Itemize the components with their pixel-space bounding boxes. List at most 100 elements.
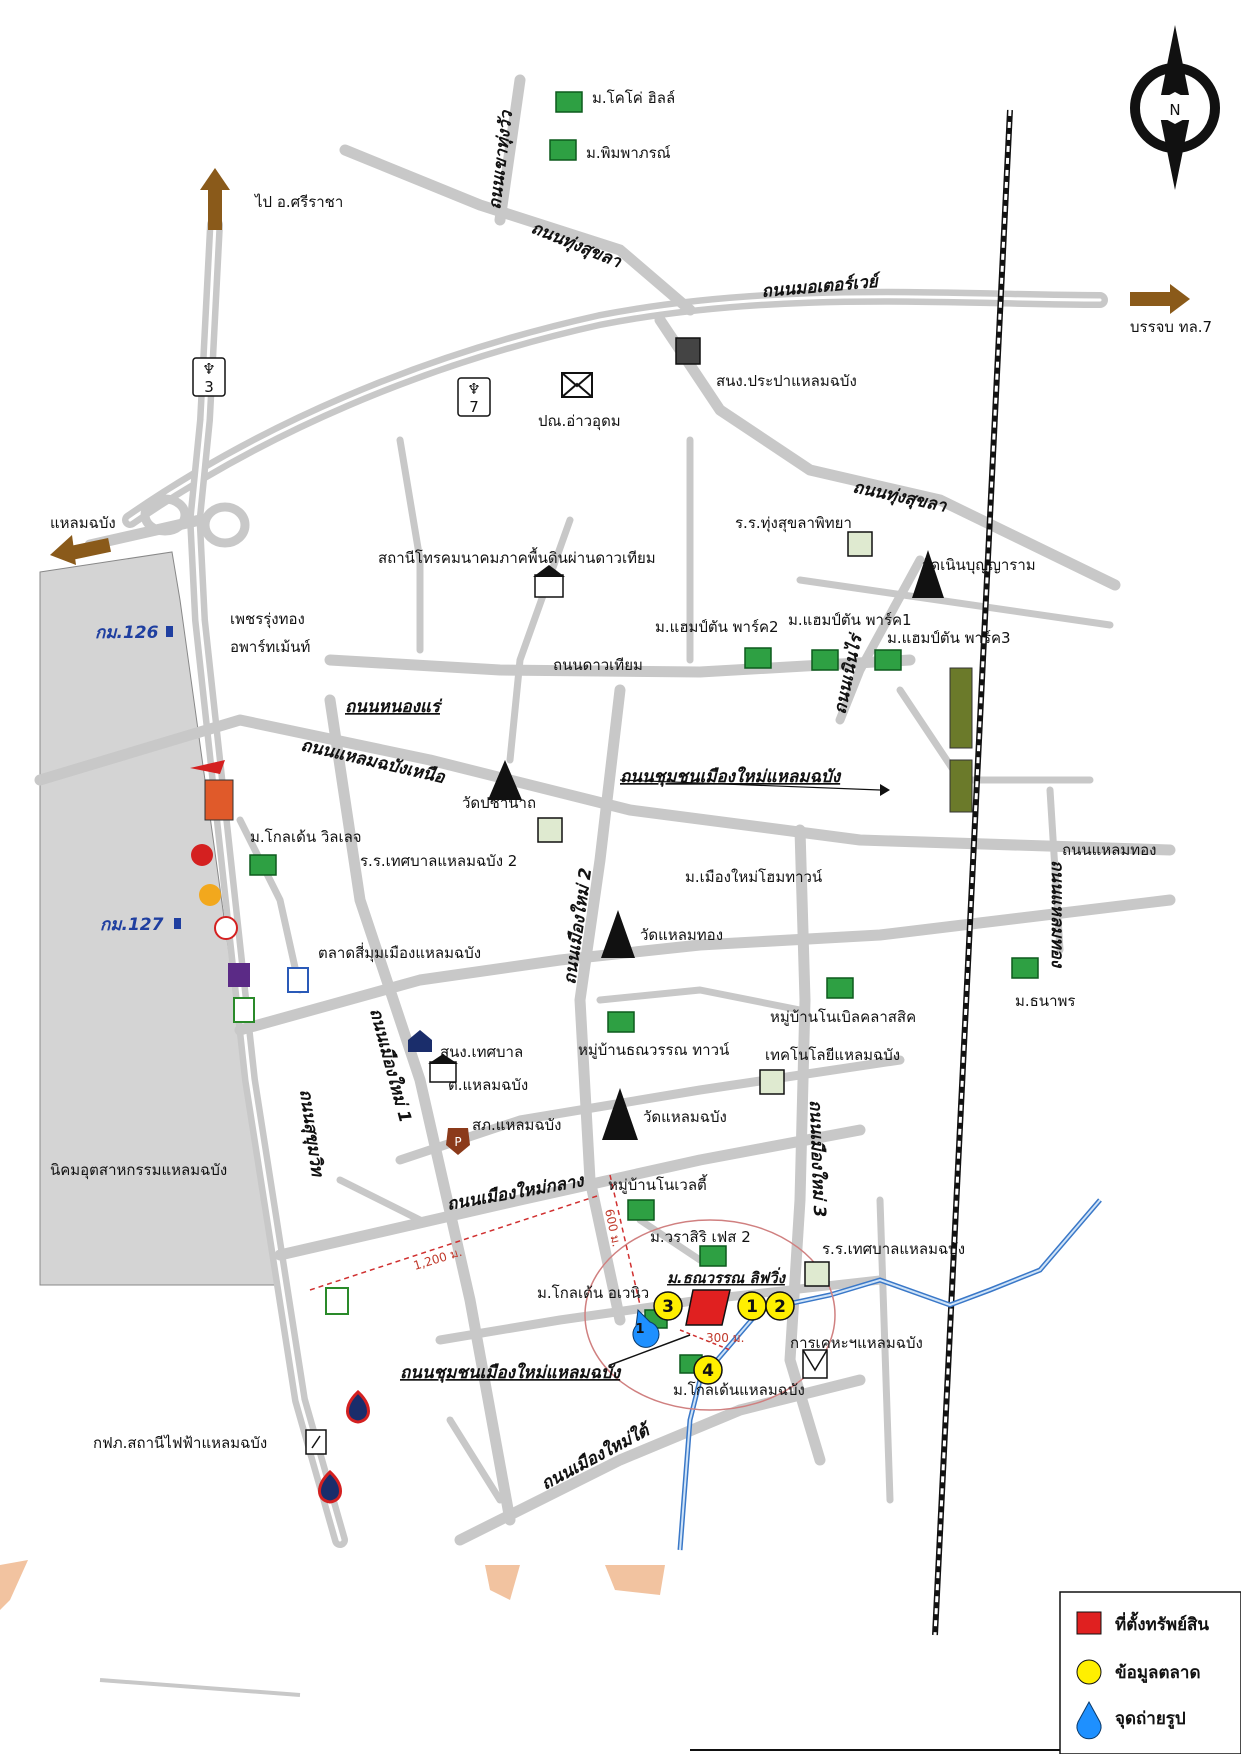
arrow-laem-chabang-icon xyxy=(50,535,112,565)
map-fragment-3 xyxy=(605,1565,665,1595)
road-label-sukhumvit: ถนนสุขุมวิท xyxy=(295,1088,327,1179)
label-wat-pracha: วัดปชานาถ xyxy=(462,794,536,812)
label-hampton2: ม.แฮมป์ตัน พาร์ค2 xyxy=(655,618,779,636)
bank-icon-krungsri xyxy=(199,884,221,906)
highway-badge-3: ♆ 3 xyxy=(192,357,226,397)
arrow-sriracha-icon xyxy=(200,168,230,230)
distance-line-600 xyxy=(609,1174,641,1306)
distance-label-300: 300 ม. xyxy=(706,1331,744,1345)
seven-eleven-icon-south xyxy=(325,1287,349,1315)
north-label: N xyxy=(1169,101,1180,119)
svg-text:♆: ♆ xyxy=(467,380,480,398)
legend-photo-swatch xyxy=(1076,1700,1102,1740)
label-wat-noen: วัดเนินบุญญาราม xyxy=(922,556,1036,575)
municipal-office-icon xyxy=(408,1030,432,1052)
village-icon-hampton1 xyxy=(811,649,839,671)
market-point-4: 4 xyxy=(693,1355,723,1385)
svg-text:♆: ♆ xyxy=(202,360,215,378)
temple-icon-pracha xyxy=(488,760,522,800)
housing-authority-icon xyxy=(802,1349,828,1379)
legend-property-label: ที่ตั้งทรัพย์สิน xyxy=(1115,1611,1209,1635)
label-warasiri: ม.วราสิริ เฟส 2 xyxy=(650,1228,751,1246)
school-icon-municipal xyxy=(804,1261,830,1287)
label-municipal-school-2: ร.ร.เทศบาลแหลมฉบัง 2 xyxy=(360,852,517,870)
map-fragment-2 xyxy=(485,1565,520,1600)
road-label-chumchon-top: ถนนชุมชนเมืองใหม่แหลมฉบัง xyxy=(620,766,842,787)
label-hampton1: ม.แฮมป์ตัน พาร์ค1 xyxy=(788,611,912,629)
label-apartment: อพาร์ทเม้นท์ xyxy=(230,638,310,656)
village-icon-novel-ville xyxy=(627,1199,655,1221)
village-icon-warasiri xyxy=(699,1245,727,1267)
distance-line-1200 xyxy=(309,1194,601,1291)
post-office-icon xyxy=(561,372,593,398)
satellite-station-icon xyxy=(533,565,565,598)
svg-text:4: 4 xyxy=(702,1361,714,1381)
water-office-icon xyxy=(675,337,701,365)
label-thung-sukhla-school: ร.ร.ทุ่งสุขลาพิทยา xyxy=(735,514,852,533)
village-icon-thanawan-town xyxy=(607,1011,635,1033)
map-fragment-4 xyxy=(99,1678,301,1697)
bank-icon-bangkok xyxy=(191,844,213,866)
tambon-office-icon xyxy=(428,1054,458,1083)
road-label-chumchon-bottom: ถนนชุมชนเมืองใหม่แหลมฉบัง xyxy=(400,1362,622,1383)
km-marker-127: กม.127 xyxy=(100,915,181,935)
bank-icon-scb xyxy=(228,963,250,987)
label-golden-lc: ม.โกลเด้นแหลมฉบัง xyxy=(673,1381,805,1399)
bank-icon-kbank xyxy=(214,916,238,940)
svg-text:1: 1 xyxy=(746,1297,758,1317)
village-icon-pimpaporn xyxy=(549,139,577,161)
market-point-1: 1 xyxy=(737,1291,767,1321)
label-motorway-join: บรรจบ ทล.7 xyxy=(1130,318,1212,336)
photo-point-1: 1 xyxy=(632,1308,660,1348)
distance-circle xyxy=(584,1219,836,1411)
distance-line-300 xyxy=(679,1329,731,1351)
police-icon: P xyxy=(446,1128,470,1155)
village-icon-hampton2 xyxy=(744,647,772,669)
road-label-dao-thiam: ถนนดาวเทียม xyxy=(553,656,643,674)
hospital-icon xyxy=(287,967,309,993)
label-coco-hill: ม.โคโค่ ฮิลล์ xyxy=(592,89,675,107)
svg-text:กม.126: กม.126 xyxy=(95,623,159,643)
label-wat-laem-chabang: วัดแหลมฉบัง xyxy=(643,1108,727,1126)
road-label-thung-sukhla-mid: ถนนทุ่งสุขลา xyxy=(851,477,950,517)
label-thanaporn: ม.ธนาพร xyxy=(1015,992,1075,1010)
village-icon-novel-classic xyxy=(826,977,854,999)
svg-text:3: 3 xyxy=(204,378,214,396)
road-label-laem-thong: ถนนแหลมทอง xyxy=(1062,841,1156,859)
label-hampton3: ม.แฮมป์ตัน พาร์ค3 xyxy=(887,629,1011,647)
property-marker xyxy=(685,1289,731,1326)
apartment-icon xyxy=(190,760,234,821)
label-mueang-mai-home: ม.เมืองใหม่โฮมทาวน์ xyxy=(685,868,822,886)
label-to-sriracha: ไป อ.ศรีราชา xyxy=(254,193,343,211)
label-pimpaporn: ม.พิมพาภรณ์ xyxy=(586,144,671,162)
road-pointer-line xyxy=(609,1334,691,1366)
label-novel-ville: หมู่บ้านโนเวลตี้ xyxy=(608,1174,708,1194)
temple-icon-laem-chabang xyxy=(602,1088,638,1140)
label-municipal-school: ร.ร.เทศบาลแหลมฉบัง xyxy=(822,1240,965,1258)
label-municipal-office: สนง.เทศบาล xyxy=(440,1043,523,1061)
label-tech: เทคโนโลยีแหลมฉบัง xyxy=(765,1046,900,1064)
seven-eleven-icon xyxy=(233,997,255,1023)
railway xyxy=(932,109,1013,1636)
legend-market-swatch xyxy=(1076,1659,1102,1685)
label-market: ตลาดสี่มุมเมืองแหลมฉบัง xyxy=(318,942,481,963)
market-point-3: 3 xyxy=(653,1291,683,1321)
road-label-mueang-mai-1: ถนนเมืองใหม่ 1 xyxy=(365,1006,416,1125)
svg-text:3: 3 xyxy=(662,1297,674,1317)
power-station-icon xyxy=(305,1429,327,1455)
road-label-mueang-mai-klang: ถนนเมืองใหม่กลาง xyxy=(445,1170,587,1215)
temple-icon-noen xyxy=(912,550,944,598)
road-network xyxy=(34,74,1176,1548)
label-novel-classic: หมู่บ้านโนเบิลคลาสสิค xyxy=(770,1008,916,1026)
label-subject-property: ม.ธณวรรณ ลิฟวิ่ง xyxy=(667,1267,787,1287)
village-icon-golden-village xyxy=(249,854,277,876)
label-water-office: สนง.ประปาแหลมฉบัง xyxy=(716,372,857,390)
highway-badge-7: ♆ 7 xyxy=(457,377,491,417)
svg-text:1: 1 xyxy=(635,1322,644,1337)
north-compass-icon: N xyxy=(1130,25,1220,190)
label-satellite-station: สถานีโทรคมนาคมภาคพื้นดินผ่านดาวเทียม xyxy=(378,547,656,567)
school-icon-thung-sukhla xyxy=(847,531,873,557)
map-fragment xyxy=(0,1560,28,1610)
label-golden-avenue: ม.โกลเด้น อเวนิว xyxy=(537,1284,649,1302)
